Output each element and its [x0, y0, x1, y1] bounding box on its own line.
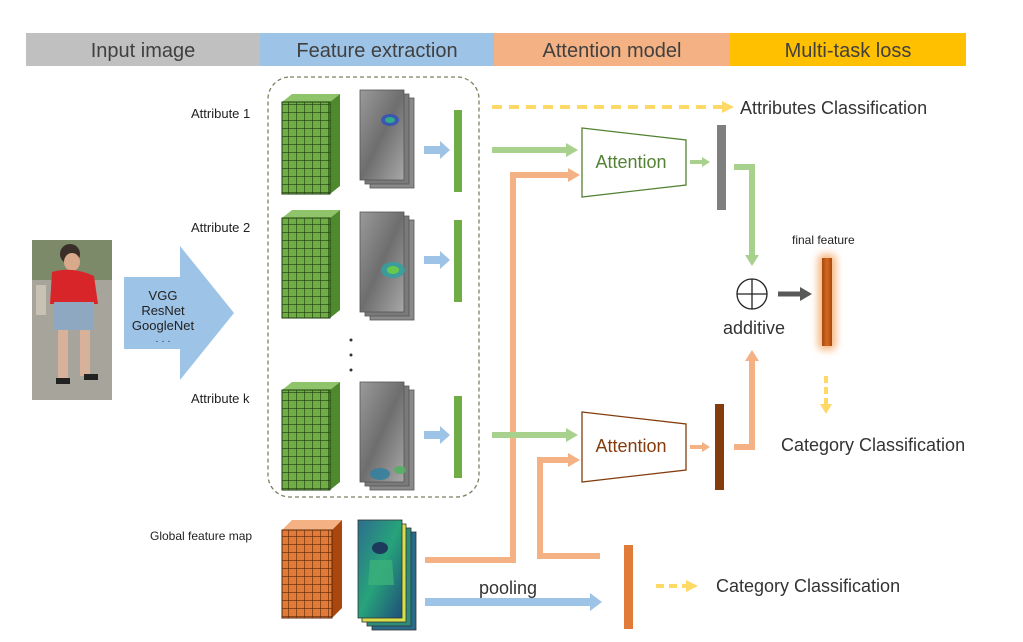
- feature-cube: [281, 382, 340, 491]
- attribute-feature-vector: [454, 110, 462, 192]
- pooling-label: pooling: [479, 578, 537, 598]
- stage-label: Feature extraction: [296, 40, 457, 62]
- global-feature-maps-stack: [357, 519, 417, 631]
- attribute-label: Attribute k: [191, 391, 250, 406]
- attention-block-bottom: Attention: [581, 411, 687, 483]
- attention-heatmap-stack: [359, 211, 415, 321]
- stage-label: Multi-task loss: [785, 40, 912, 62]
- stage-label: Input image: [91, 40, 196, 62]
- attention-label: Attention: [595, 152, 666, 172]
- arrow: [424, 426, 450, 444]
- feature-cube: [281, 94, 340, 195]
- arrow: [424, 141, 450, 159]
- attribute-k-branch: [281, 381, 462, 491]
- attribute-2-branch: [281, 210, 462, 321]
- feature-cube: [281, 210, 340, 319]
- backbone-name: VGG: [149, 288, 178, 303]
- stage-label: Attention model: [543, 40, 682, 62]
- attribute-to-attention-arrows: [492, 143, 578, 442]
- attention-heatmap-stack: [359, 381, 415, 491]
- backbone-arrow: VGG ResNet GoogleNet · · ·: [124, 246, 234, 380]
- backbone-name: GoogleNet: [132, 318, 195, 333]
- additive-operator: [736, 278, 768, 310]
- to-final-feature-arrow: [778, 287, 812, 301]
- attention-block-top: Attention: [581, 127, 687, 198]
- attribute-label: Attribute 2: [191, 220, 250, 235]
- arrow-head: [568, 453, 580, 467]
- backbone-name: ResNet: [141, 303, 185, 318]
- global-feature-cube: [281, 520, 342, 619]
- global-feature-connections: [425, 172, 600, 563]
- attribute-feature-vector: [454, 396, 462, 478]
- attributes-classification-label: Attributes Classification: [740, 98, 927, 118]
- arrow-head: [568, 168, 580, 182]
- global-category-arrow: [656, 580, 698, 592]
- stage-header: Input image Feature extraction Attention…: [26, 33, 966, 66]
- global-feature-map-label: Global feature map: [150, 529, 252, 543]
- arrow-head: [745, 350, 759, 361]
- more-attributes-ellipsis: [349, 338, 353, 372]
- stage-multi-task-loss: [730, 33, 966, 66]
- arrow: [424, 251, 450, 269]
- category-classification-label: Category Classification: [716, 576, 900, 596]
- fusion-connections: [734, 164, 755, 450]
- attribute-1-branch: [281, 89, 462, 195]
- attended-global-feature: [715, 404, 724, 490]
- attention-output-arrows: [690, 157, 710, 452]
- pooling-arrow: [425, 593, 602, 611]
- stage-attention-model: [494, 33, 730, 66]
- stage-input-image: [26, 33, 260, 66]
- stage-feature-extraction: [260, 33, 494, 66]
- attribute-branch-container: [267, 76, 480, 498]
- pooled-global-vector: [624, 545, 633, 629]
- input-person-image: [32, 240, 112, 400]
- attention-label: Attention: [595, 436, 666, 456]
- attributes-classification-arrow: [492, 101, 734, 113]
- category-classification-label: Category Classification: [781, 435, 965, 455]
- attention-heatmap-stack: [359, 89, 415, 189]
- attribute-feature-vector: [454, 220, 462, 302]
- attended-attribute-feature: [717, 125, 726, 210]
- final-feature-label: final feature: [792, 233, 855, 247]
- arrow-head: [745, 255, 759, 266]
- final-category-arrow: [820, 376, 832, 414]
- attribute-label: Attribute 1: [191, 106, 250, 121]
- final-feature-vector: [818, 254, 836, 350]
- backbone-ellipsis: · · ·: [155, 336, 171, 347]
- additive-label: additive: [723, 318, 785, 338]
